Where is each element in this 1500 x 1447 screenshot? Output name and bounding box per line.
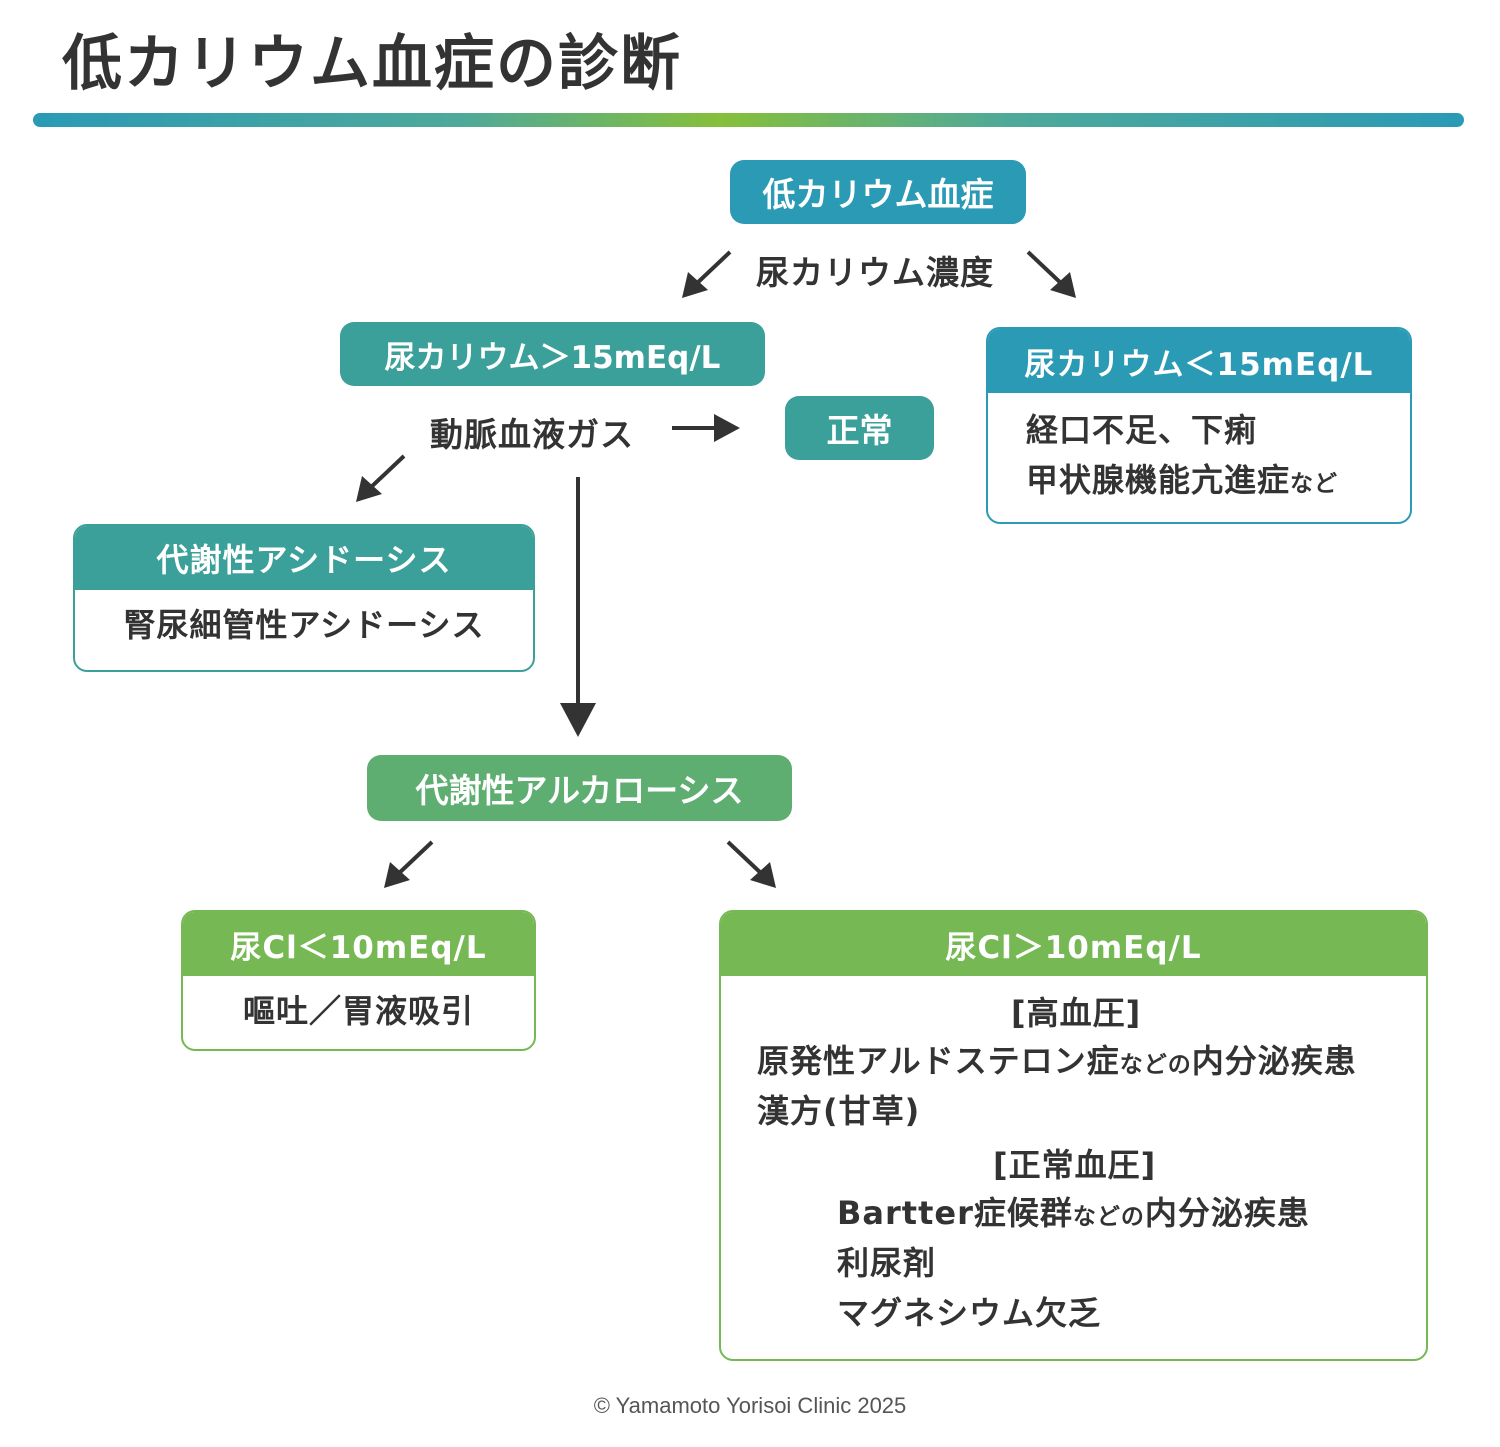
arrow-alkalosis-to-cl-low — [384, 840, 434, 888]
title-underline — [33, 113, 1464, 127]
arrow-abg-to-acidosis — [356, 454, 406, 502]
cl-high-normotension-cause-2: 利尿剤 — [837, 1244, 937, 1282]
cl-high-hypertension-cause-1: 原発性アルドステロン症などの内分泌疾患 — [757, 1042, 1357, 1080]
node-urine-k-high: 尿カリウム＞15mEq/L — [340, 322, 765, 386]
copyright-footer: © Yamamoto Yorisoi Clinic 2025 — [593, 1393, 907, 1418]
low-k-cause-2: 甲状腺機能亢進症など — [1026, 461, 1339, 499]
card-urine-k-low: 尿カリウム＜15mEq/L 経口不足、下痢 甲状腺機能亢進症など — [986, 327, 1412, 524]
card-metabolic-acidosis: 代謝性アシドーシス 腎尿細管性アシドーシス — [73, 524, 535, 672]
cl-high-normotension-cause-3: マグネシウム欠乏 — [837, 1294, 1102, 1332]
card-urine-cl-low: 尿Cl＜10mEq/L 嘔吐／胃液吸引 — [181, 910, 536, 1051]
card-urine-cl-high-header: 尿Cl＞10mEq/L — [721, 912, 1426, 976]
arrow-root-to-high-k — [682, 250, 732, 298]
cl-high-hypertension-cause-2: 漢方(甘草) — [757, 1092, 921, 1130]
cl-high-normotension-cause-1: Bartter症候群などの内分泌疾患 — [837, 1194, 1310, 1232]
page-title: 低カリウム血症の診断 — [62, 29, 682, 99]
arrow-abg-to-normal — [672, 414, 740, 442]
label-normotension: [正常血圧] — [993, 1146, 1157, 1184]
low-k-cause-1: 経口不足、下痢 — [1026, 411, 1258, 449]
card-urine-cl-high: 尿Cl＞10mEq/L [高血圧] 原発性アルドステロン症などの内分泌疾患 漢方… — [719, 910, 1428, 1361]
node-hypokalemia: 低カリウム血症 — [730, 160, 1026, 224]
arrow-alkalosis-to-cl-high — [726, 840, 776, 888]
label-arterial-blood-gas: 動脈血液ガス — [430, 415, 634, 454]
label-hypertension: [高血圧] — [1011, 994, 1142, 1032]
node-normal: 正常 — [785, 396, 934, 460]
label-urine-k-concentration: 尿カリウム濃度 — [756, 253, 994, 292]
card-urine-cl-low-header: 尿Cl＜10mEq/L — [183, 912, 534, 976]
arrow-root-to-low-k — [1026, 250, 1076, 298]
card-metabolic-acidosis-header: 代謝性アシドーシス — [75, 526, 533, 590]
arrow-abg-to-alkalosis — [560, 477, 596, 737]
cl-low-cause: 嘔吐／胃液吸引 — [242, 992, 474, 1030]
acidosis-cause: 腎尿細管性アシドーシス — [123, 606, 485, 644]
card-urine-k-low-header: 尿カリウム＜15mEq/L — [988, 329, 1410, 393]
node-metabolic-alkalosis: 代謝性アルカローシス — [367, 755, 792, 821]
